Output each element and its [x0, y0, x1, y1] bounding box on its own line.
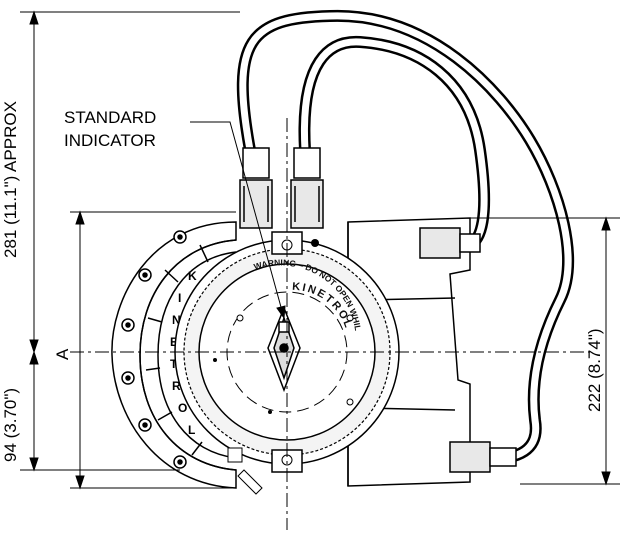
dim-lower-height: 94 (3.70")	[1, 388, 20, 462]
standard-indicator	[267, 305, 301, 393]
side-letter-k: K	[188, 269, 197, 283]
side-letter-i: I	[178, 291, 181, 305]
side-cover-lettering: K I N E T R O L	[170, 269, 197, 437]
centre-lines	[70, 118, 590, 530]
dimension-lines	[20, 10, 620, 490]
hose-assembly	[236, 9, 575, 466]
side-fittings	[419, 227, 517, 473]
dim-body-width: 222 (8.74")	[585, 328, 604, 412]
dim-a: A	[53, 348, 72, 360]
indicator-label-line1: STANDARD	[64, 108, 156, 127]
side-letter-n: N	[172, 313, 181, 327]
top-fittings	[239, 147, 324, 229]
side-letter-o: O	[178, 401, 187, 415]
side-letter-e: E	[170, 335, 178, 349]
dim-overall-height: 281 (11.1") APPROX	[1, 101, 20, 258]
side-letter-t: T	[170, 357, 178, 371]
side-letter-l: L	[188, 423, 195, 437]
indicator-label-line2: INDICATOR	[64, 131, 156, 150]
side-letter-r: R	[172, 379, 181, 393]
